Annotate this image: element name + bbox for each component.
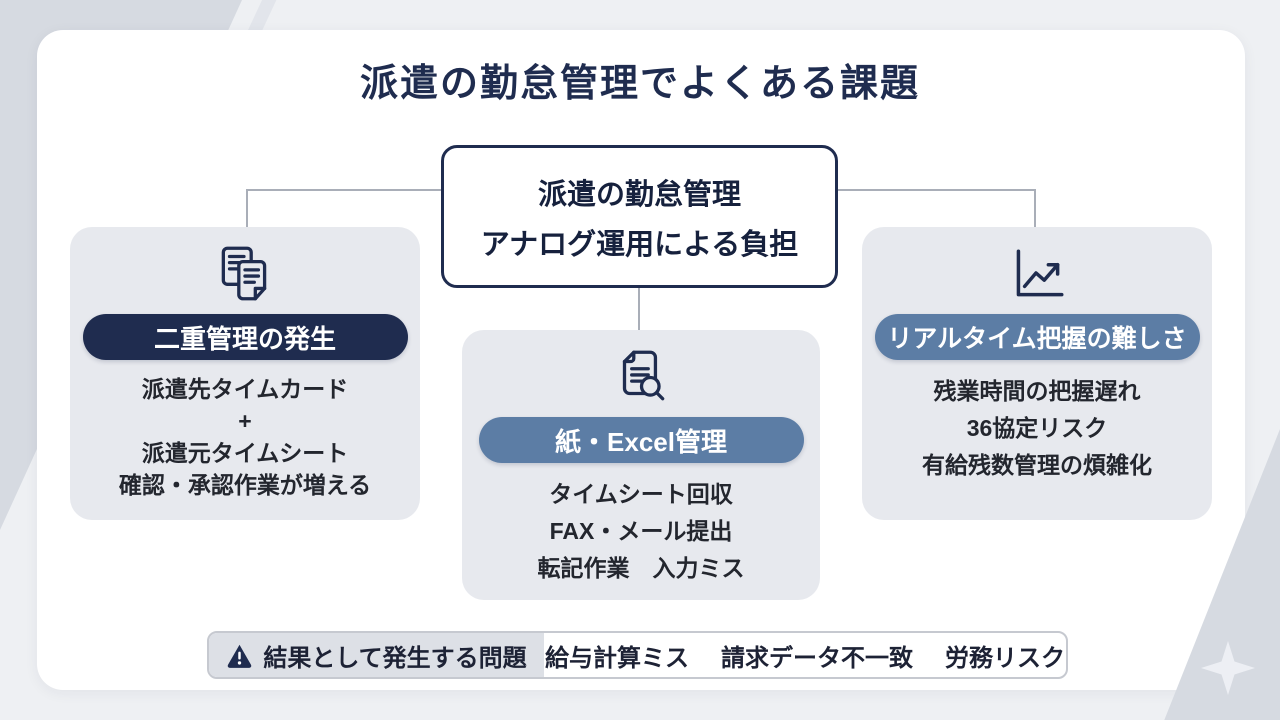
- card-body-line: 確認・承認作業が増える: [118, 472, 372, 498]
- card-heading-pill: 二重管理の発生: [82, 314, 408, 360]
- card-body-line: 残業時間の把握遅れ: [933, 378, 1141, 404]
- result-label-segment: 結果として発生する問題: [209, 633, 544, 677]
- result-problems-bar: 結果として発生する問題 給与計算ミス 請求データ不一致 労務リスク: [207, 631, 1068, 679]
- card-body-line: 有給残数管理の煩雑化: [922, 452, 1152, 478]
- connector-line: [838, 189, 1036, 191]
- warning-icon: [226, 642, 253, 669]
- connector-line: [246, 189, 248, 231]
- card-paper-excel: 紙・Excel管理 タイムシート回収 FAX・メール提出 転記作業 入力ミス: [462, 330, 820, 600]
- connector-line: [638, 288, 640, 334]
- result-label: 結果として発生する問題: [263, 644, 527, 672]
- card-body-line: 36協定リスク: [966, 415, 1108, 441]
- result-items-segment: 給与計算ミス 請求データ不一致 労務リスク: [544, 633, 1066, 677]
- card-realtime-visibility: リアルタイム把握の難しさ 残業時間の把握遅れ 36協定リスク 有給残数管理の煩雑…: [862, 227, 1212, 520]
- card-body-line: 転記作業 入力ミス: [537, 555, 745, 581]
- card-heading-pill: リアルタイム把握の難しさ: [874, 314, 1200, 360]
- root-box-line1: 派遣の勤怠管理: [537, 178, 741, 211]
- card-body: 残業時間の把握遅れ 36協定リスク 有給残数管理の煩雑化: [922, 373, 1152, 484]
- root-box-line2: アナログ運用による負担: [480, 228, 799, 261]
- card-body-line: 派遣先タイムカード: [141, 376, 349, 402]
- chart-growth-icon: [1004, 234, 1070, 314]
- card-body-line: 派遣元タイムシート: [141, 440, 349, 466]
- connector-line: [1034, 189, 1036, 231]
- document-search-icon: [608, 337, 674, 417]
- card-body: タイムシート回収 FAX・メール提出 転記作業 入力ミス: [538, 476, 745, 587]
- page-title: 派遣の勤怠管理でよくある課題: [359, 63, 920, 105]
- result-item: 労務リスク: [945, 644, 1065, 672]
- card-heading-pill: 紙・Excel管理: [478, 417, 804, 463]
- card-body-line: タイムシート回収: [549, 481, 733, 507]
- connector-line: [246, 189, 442, 191]
- card-body-line: FAX・メール提出: [549, 518, 733, 544]
- plus-separator: +: [238, 408, 252, 434]
- result-item: 給与計算ミス: [545, 644, 689, 672]
- card-double-management: 二重管理の発生 派遣先タイムカード + 派遣元タイムシート 確認・承認作業が増え…: [70, 227, 420, 520]
- root-cause-box: 派遣の勤怠管理 アナログ運用による負担: [441, 145, 838, 288]
- card-body: 派遣先タイムカード + 派遣元タイムシート 確認・承認作業が増える: [119, 373, 371, 501]
- documents-copy-icon: [212, 234, 278, 314]
- result-item: 請求データ不一致: [721, 644, 913, 672]
